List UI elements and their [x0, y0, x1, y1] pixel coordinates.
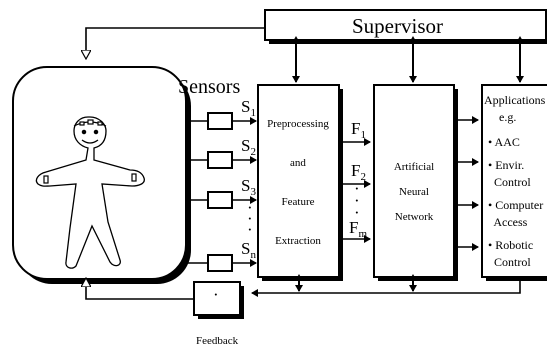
applications-line-3: • AAC — [488, 135, 520, 149]
preprocessing-line-1: Preprocessing — [267, 118, 329, 130]
feature-label-1: F1 — [351, 119, 366, 141]
applications-line-8: • Robotic — [488, 238, 533, 252]
sensor-box-n — [208, 255, 232, 271]
ann-block: Artificial Neural Network — [374, 85, 458, 281]
ann-line-1: Artificial — [394, 161, 434, 173]
preprocessing-line-4: Extraction — [275, 235, 321, 247]
feedback-label: Feedback — [196, 335, 239, 347]
applications-feedback-line — [252, 281, 520, 293]
feature-ellipsis: · · · — [354, 179, 360, 222]
sensor-ellipsis: · · · — [247, 198, 253, 239]
sensor-label-3: S3 — [241, 176, 256, 198]
feedback-block: · — [194, 282, 244, 319]
applications-line-5: Control — [488, 175, 531, 189]
sensor-box-3 — [208, 192, 232, 208]
sensor-box-1 — [208, 113, 232, 129]
svg-text:·: · — [247, 220, 253, 239]
applications-line-7: Access — [488, 215, 528, 229]
feedback-dot: · — [213, 285, 219, 304]
applications-line-4: • Envir. — [488, 158, 524, 172]
ann-line-2: Neural — [399, 186, 429, 198]
sensor-label-n: Sn — [241, 239, 256, 261]
sensor-label-1: S1 — [241, 97, 256, 119]
preprocessing-block: Preprocessing and Feature Extraction — [258, 85, 343, 281]
applications-line-9: Control — [488, 255, 531, 269]
sensor-row-2: S2 — [186, 136, 256, 168]
preprocessing-line-3: Feature — [282, 196, 315, 208]
supervisor-block: Supervisor — [265, 10, 547, 44]
sensor-box-2 — [208, 152, 232, 168]
sensor-label-2: S2 — [241, 136, 256, 158]
sensor-row-n: Sn — [186, 239, 256, 271]
applications-line-1: Applications — [484, 93, 546, 107]
sensors-heading: Sensors — [178, 76, 240, 98]
applications-line-2: e.g. — [499, 110, 516, 124]
applications-line-6: • Computer — [488, 198, 543, 212]
ann-line-3: Network — [395, 211, 434, 223]
supervisor-to-user-connector — [86, 28, 265, 58]
feature-row-m: Fm — [339, 218, 370, 240]
sensor-row-1: S1 — [186, 97, 256, 129]
feature-row-1: F1 — [339, 119, 370, 142]
supervisor-label: Supervisor — [352, 14, 443, 38]
preprocessing-line-2: and — [290, 157, 306, 169]
applications-block: Applications e.g. • AAC • Envir. Control… — [482, 85, 547, 281]
sensor-row-3: S3 — [186, 176, 256, 208]
feature-label-m: Fm — [349, 218, 367, 240]
